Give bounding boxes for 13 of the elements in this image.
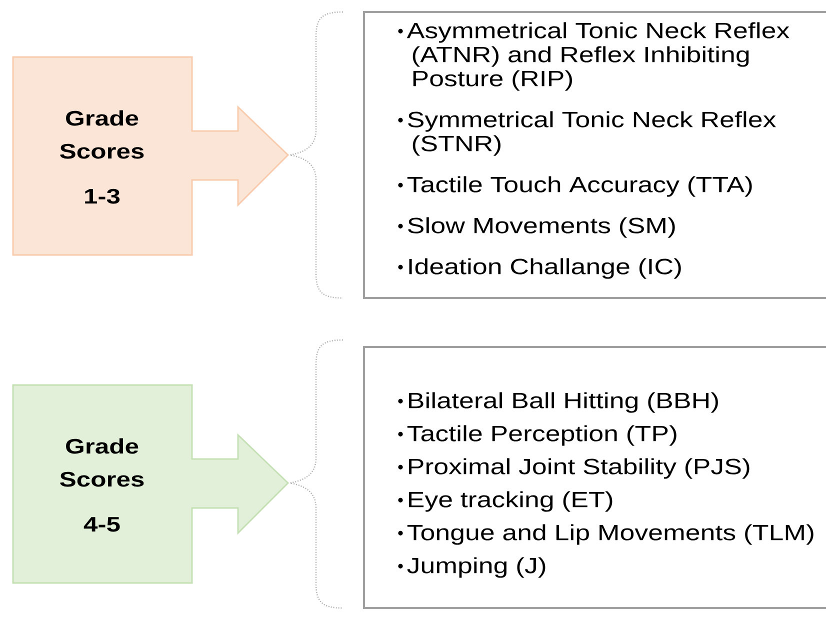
list-item: Slow Movements (SM): [408, 217, 675, 238]
list-item: Tongue and Lip Movements (TLM): [407, 524, 814, 545]
list-box: [363, 346, 826, 609]
list-item: Tactile Touch Accuracy (TTA): [407, 176, 752, 197]
list-box: [363, 11, 826, 299]
list-item: Ideation Challange (IC): [409, 258, 681, 279]
list-item: Bilateral Ball Hitting (BBH): [409, 392, 718, 413]
list-item: Eye tracking (ET): [409, 491, 612, 512]
list-item: Proximal Joint Stability (PJS): [409, 458, 750, 479]
list-item: Tactile Perception (TP): [407, 425, 676, 446]
list-item: Asymmetrical Tonic Neck Reflex (ATNR) and Reflex Inhibiting Posture (RIP): [406, 22, 790, 91]
list-item: Symmetrical Tonic Neck Reflex (STNR): [408, 111, 776, 156]
list-item: Jumping (J): [407, 557, 546, 578]
